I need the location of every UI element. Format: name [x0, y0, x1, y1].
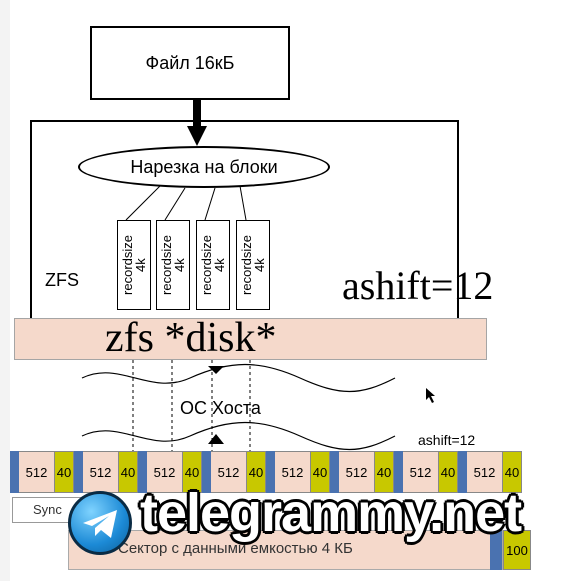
split-line-2: [164, 187, 186, 221]
sector-group: 512 40: [74, 451, 138, 493]
sector-data: 512: [211, 451, 246, 493]
sector-data: 512: [403, 451, 438, 493]
host-wave-bottom: [81, 422, 396, 450]
recordsize-label-1: recordsize 4k: [120, 235, 148, 295]
triangle-down: [208, 366, 224, 374]
sector-group: 512 40: [10, 451, 74, 493]
bottom-sector-label: Сектор с данными емкостью 4 КБ: [118, 540, 353, 557]
zfs-disk-label: zfs *disk*: [105, 315, 277, 361]
slicing-oval: Нарезка на блоки: [78, 146, 330, 188]
sector-mark: [138, 451, 147, 493]
bottom-sector-bar: [68, 530, 503, 570]
down-arrow-head: [187, 126, 207, 146]
sector-data: 512: [147, 451, 182, 493]
left-edge-strip: [0, 0, 10, 581]
sector-ecc: 40: [502, 451, 522, 493]
sector-group: 512 40: [266, 451, 330, 493]
sector-ecc: 40: [438, 451, 458, 493]
sector-data: 512: [19, 451, 54, 493]
ashift-small-label: ashift=12: [418, 432, 476, 448]
split-line-3: [204, 187, 216, 221]
recordsize-block-4: recordsize 4k: [236, 220, 270, 310]
recordsize-label-3: recordsize 4k: [199, 235, 227, 295]
sector-data: 512: [275, 451, 310, 493]
bottom-sector-mark: [490, 530, 502, 570]
sector-ecc: 40: [54, 451, 74, 493]
recordsize-block-3: recordsize 4k: [196, 220, 230, 310]
watermark-text: telegrammy.net: [140, 483, 522, 543]
sector-mark: [202, 451, 211, 493]
sector-data: 512: [467, 451, 502, 493]
bottom-sector-ecc: 100: [503, 530, 531, 570]
sector-mark: [394, 451, 403, 493]
sector-group: 512 40: [138, 451, 202, 493]
sector-mark: [266, 451, 275, 493]
recordsize-label-2: recordsize 4k: [159, 235, 187, 295]
sector-ecc: 40: [374, 451, 394, 493]
recordsize-block-2: recordsize 4k: [156, 220, 190, 310]
recordsize-block-1: recordsize 4k: [117, 220, 151, 310]
zfs-frame: [30, 120, 459, 325]
slicing-label: Нарезка на блоки: [130, 156, 278, 177]
split-line-1: [125, 185, 161, 221]
file-box: Файл 16кБ: [90, 26, 290, 100]
sector-group: 512 40: [394, 451, 458, 493]
sector-row: 512 40 512 40 512 40 512 40 512 40 512 4…: [10, 451, 543, 493]
sector-ecc: 40: [310, 451, 330, 493]
sector-group: 512 40: [330, 451, 394, 493]
ashift-large-label: ashift=12: [342, 263, 494, 308]
zfs-disk-band: [14, 318, 487, 360]
sector-ecc: 40: [118, 451, 138, 493]
sector-mark: [458, 451, 467, 493]
host-os-label: ОС Хоста: [180, 398, 261, 418]
sector-mark: [74, 451, 83, 493]
sector-data: 512: [339, 451, 374, 493]
triangle-up: [208, 434, 224, 444]
split-line-4: [239, 185, 247, 221]
sector-ecc: 40: [182, 451, 202, 493]
paper-plane-icon: [83, 510, 117, 538]
sector-group: 512 40: [202, 451, 266, 493]
sector-ecc: 40: [246, 451, 266, 493]
recordsize-label-4: recordsize 4k: [239, 235, 267, 295]
telegram-logo-icon: [68, 491, 132, 555]
host-wave-top: [81, 364, 396, 392]
zfs-label: ZFS: [45, 270, 79, 290]
sector-mark: [330, 451, 339, 493]
cursor-icon: [426, 388, 435, 403]
file-box-label: Файл 16кБ: [145, 52, 235, 73]
sector-mark: [10, 451, 19, 493]
sector-data: 512: [83, 451, 118, 493]
sector-group: 512 40: [458, 451, 522, 493]
